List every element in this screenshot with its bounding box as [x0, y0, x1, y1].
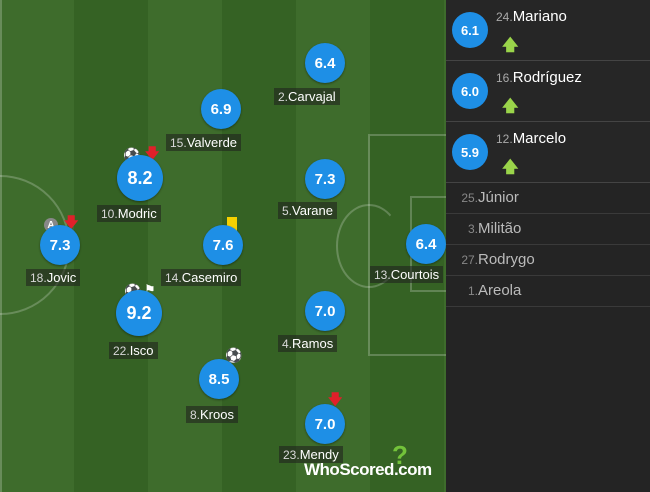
- rating-bubble: 7.3: [305, 159, 345, 199]
- rating-bubble: 6.4: [305, 43, 345, 83]
- shirt-number: 14.: [165, 271, 182, 285]
- unused-substitute-label: 25.Júnior: [456, 189, 519, 206]
- player-label: 4.Ramos: [278, 335, 338, 352]
- shirt-number: 15.: [170, 136, 187, 150]
- unused-substitute-label: 27.Rodrygo: [456, 251, 535, 268]
- substitute-row[interactable]: 6.1 24.Mariano 🡅: [446, 0, 650, 61]
- shirt-number: 12.: [496, 132, 513, 146]
- goal-icon: ⚽: [225, 347, 243, 363]
- rating-bubble: 7.3: [40, 225, 80, 265]
- player-jovic[interactable]: A 🡇 7.3 18.Jovic: [24, 212, 144, 286]
- penalty-arc: [336, 204, 402, 288]
- substitute-label: 24.Mariano: [496, 8, 567, 25]
- unused-substitute-row[interactable]: 1.Areola: [446, 276, 650, 307]
- shirt-number: 25.: [461, 191, 478, 205]
- subbed-on-icon: 🡅: [502, 159, 519, 176]
- rating-bubble: 5.9: [452, 134, 488, 170]
- player-casemiro[interactable]: 7.6 14.Casemiro: [160, 214, 280, 286]
- shirt-number: 27.: [461, 253, 478, 267]
- question-mark-icon: ?: [392, 440, 408, 470]
- player-name: Valverde: [186, 135, 238, 150]
- shirt-number: 8.: [190, 408, 201, 422]
- player-modric[interactable]: ⚽ 🡇 8.2 10.Modric: [95, 140, 215, 222]
- unused-substitute-row[interactable]: 25.Júnior: [446, 183, 650, 214]
- unused-substitute-label: 1.Areola: [456, 282, 521, 299]
- player-label: 22.Isco: [109, 342, 158, 359]
- player-name: Jovic: [46, 270, 77, 285]
- player-carvajal[interactable]: 6.4 2.Carvajal: [270, 40, 390, 105]
- rating-bubble: 6.1: [452, 12, 488, 48]
- player-varane[interactable]: 7.3 5.Varane: [278, 156, 398, 219]
- player-label: 5.Varane: [278, 202, 337, 219]
- rating-bubble: 7.0: [305, 404, 345, 444]
- player-name: Carvajal: [288, 89, 336, 104]
- substitute-label: 12.Marcelo: [496, 130, 566, 147]
- shirt-number: 24.: [496, 10, 513, 24]
- shirt-number: 22.: [113, 344, 130, 358]
- player-valverde[interactable]: 6.9 15.Valverde: [165, 88, 285, 151]
- substitute-name: Mariano: [512, 8, 567, 25]
- substitute-label: 16.Rodríguez: [496, 69, 582, 86]
- substitute-name: Rodríguez: [512, 69, 582, 86]
- substitute-name: Rodrygo: [478, 251, 535, 268]
- player-kroos[interactable]: ⚽ 8.5 8.Kroos: [182, 346, 302, 423]
- shirt-number: 5.: [282, 204, 293, 218]
- shirt-number: 13.: [374, 268, 391, 282]
- player-label: 2.Carvajal: [274, 88, 340, 105]
- player-name: Isco: [129, 343, 154, 358]
- subbed-on-icon: 🡅: [502, 37, 519, 54]
- player-name: Modric: [117, 206, 157, 221]
- player-label: 14.Casemiro: [161, 269, 242, 286]
- rating-bubble: 7.6: [203, 225, 243, 265]
- shirt-number: 3.: [467, 222, 478, 236]
- player-ramos[interactable]: 7.0 4.Ramos: [278, 290, 398, 352]
- shirt-number: 18.: [30, 271, 47, 285]
- player-label: 18.Jovic: [26, 269, 81, 286]
- player-name: Kroos: [200, 407, 234, 422]
- rating-bubble: 6.9: [201, 89, 241, 129]
- player-name: Mendy: [299, 447, 339, 462]
- shirt-number: 10.: [101, 207, 118, 221]
- assist-icon: ⚑: [144, 282, 156, 297]
- pitch: 6.4 2.Carvajal 6.9 15.Valverde ⚽ 🡇 8.2 1…: [0, 0, 446, 492]
- rating-bubble: 8.5: [199, 359, 239, 399]
- whoscored-logo: WhoScored.com?: [304, 440, 432, 480]
- substitutes-panel: 6.1 24.Mariano 🡅 6.0 16.Rodríguez 🡅 5.9 …: [446, 0, 650, 492]
- player-name: Varane: [292, 203, 333, 218]
- rating-bubble: 9.2: [116, 290, 162, 336]
- unused-substitute-label: 3.Militão: [456, 220, 521, 237]
- player-name: Casemiro: [181, 270, 238, 285]
- shirt-number: 2.: [278, 90, 289, 104]
- substitute-name: Militão: [478, 220, 522, 237]
- shirt-number: 16.: [496, 71, 513, 85]
- player-name: Ramos: [292, 336, 334, 351]
- yellow-card-icon: [227, 217, 237, 231]
- rating-bubble: 7.0: [305, 291, 345, 331]
- rating-bubble: 8.2: [117, 155, 163, 201]
- player-courtois[interactable]: 6.4 13.Courtois: [370, 222, 446, 283]
- substitute-name: Júnior: [478, 189, 519, 206]
- rating-bubble: 6.4: [406, 224, 446, 264]
- rating-bubble: 6.0: [452, 73, 488, 109]
- subbed-off-icon: 🡇: [328, 391, 343, 407]
- player-label: 23.Mendy: [279, 446, 343, 463]
- shirt-number: 23.: [283, 448, 300, 462]
- substitute-name: Marcelo: [512, 130, 567, 147]
- shirt-number: 1.: [467, 284, 478, 298]
- player-isco[interactable]: ⚽ ⚑ 9.2 22.Isco: [108, 282, 228, 359]
- substitute-row[interactable]: 6.0 16.Rodríguez 🡅: [446, 61, 650, 122]
- player-label: 10.Modric: [97, 205, 161, 222]
- subbed-on-icon: 🡅: [502, 98, 519, 115]
- player-name: Courtois: [390, 267, 440, 282]
- unused-substitute-row[interactable]: 27.Rodrygo: [446, 245, 650, 276]
- player-label: 15.Valverde: [166, 134, 242, 151]
- player-label: 13.Courtois: [370, 266, 444, 283]
- player-mendy[interactable]: 🡇 7.0 23.Mendy: [278, 390, 398, 463]
- unused-substitute-row[interactable]: 3.Militão: [446, 214, 650, 245]
- substitute-row[interactable]: 5.9 12.Marcelo 🡅: [446, 122, 650, 183]
- player-label: 8.Kroos: [186, 406, 238, 423]
- shirt-number: 4.: [282, 337, 293, 351]
- substitute-name: Areola: [478, 282, 522, 299]
- watermark-text: WhoScored.com: [304, 460, 432, 479]
